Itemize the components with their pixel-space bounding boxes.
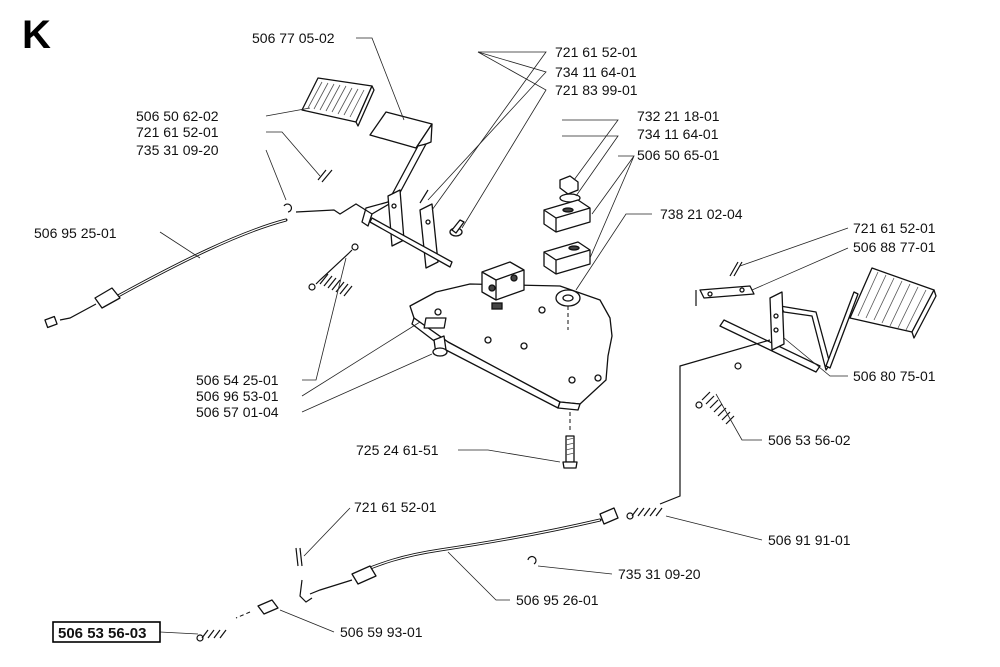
label-cable-2: 506 95 26-01	[516, 592, 599, 608]
cable-left	[44, 203, 373, 329]
cotter-pin-top	[419, 189, 429, 204]
cable-block	[257, 599, 279, 615]
label-bolt-2: 506 57 01-04	[196, 404, 279, 420]
right-pedal-assembly	[695, 261, 937, 425]
label-cotter-pin-1: 721 61 52-01	[555, 44, 638, 60]
boxed-label-frame	[52, 621, 161, 643]
bolt-pedal	[449, 219, 465, 237]
label-spring-2: 506 53 56-02	[768, 432, 851, 448]
label-block: 506 59 93-01	[340, 624, 423, 640]
label-spring-3-boxed: 506 53 56-03	[58, 625, 146, 642]
label-cable-1: 506 95 25-01	[34, 225, 117, 241]
label-pedal-rod: 506 80 75-01	[853, 368, 936, 384]
bolt-under-plate	[432, 335, 448, 357]
label-nut: 732 21 18-01	[637, 108, 720, 124]
cotter-pin-lower	[295, 547, 303, 567]
bolt-bottom	[562, 412, 578, 469]
label-circlip-2: 735 31 09-20	[618, 566, 701, 582]
pedal-pad-left	[301, 77, 375, 127]
leader-lines	[159, 37, 849, 635]
lower-cable-assembly	[196, 339, 771, 642]
circlip-lower	[527, 556, 537, 565]
mounting-plate	[409, 261, 613, 411]
spring-pedal-right	[695, 362, 742, 425]
label-bushing: 506 50 65-01	[637, 147, 720, 163]
label-cotter-pin-2: 721 61 52-01	[136, 124, 219, 140]
label-link-arm: 506 88 77-01	[853, 239, 936, 255]
pedal-rod-right	[779, 305, 831, 371]
label-cotter-pin-3: 721 61 52-01	[853, 220, 936, 236]
cotter-pin-right	[729, 261, 743, 277]
label-cable-spring: 506 91 91-01	[768, 532, 851, 548]
cable-hook	[299, 579, 313, 603]
pedal-pad-right	[849, 267, 937, 339]
label-pin-1: 734 11 64-01	[555, 64, 637, 80]
left-pedal-assembly	[44, 77, 465, 329]
bushing-stack	[543, 175, 591, 275]
label-circlip-1: 735 31 09-20	[136, 142, 219, 158]
label-bolt-1: 721 83 99-01	[555, 82, 638, 98]
section-letter: K	[22, 13, 51, 57]
circlip-left	[283, 203, 292, 213]
label-spring-1: 506 54 25-01	[196, 372, 279, 388]
label-pin-2: 734 11 64-01	[637, 126, 719, 142]
pedal-arm-plate	[361, 111, 433, 227]
spring-pedal-left	[308, 243, 359, 297]
pedal-bracket-right-side	[769, 291, 785, 351]
label-plate: 506 96 53-01	[196, 388, 279, 404]
part-labels: 506 77 05-02 721 61 52-01 734 11 64-01 7…	[34, 30, 936, 643]
cotter-pin-left	[317, 169, 333, 183]
label-washer: 738 21 02-04	[660, 206, 743, 222]
label-bolt-3: 725 24 61-51	[356, 442, 439, 458]
cable-spring	[626, 507, 663, 520]
spring-boxed-part	[196, 629, 227, 642]
label-cotter-pin-4: 721 61 52-01	[354, 499, 437, 515]
label-pedal-pad: 506 50 62-02	[136, 108, 219, 124]
label-pedal-arm: 506 77 05-02	[252, 30, 335, 46]
pedal-shaft	[369, 217, 453, 268]
pedal-link-arm	[699, 285, 755, 299]
